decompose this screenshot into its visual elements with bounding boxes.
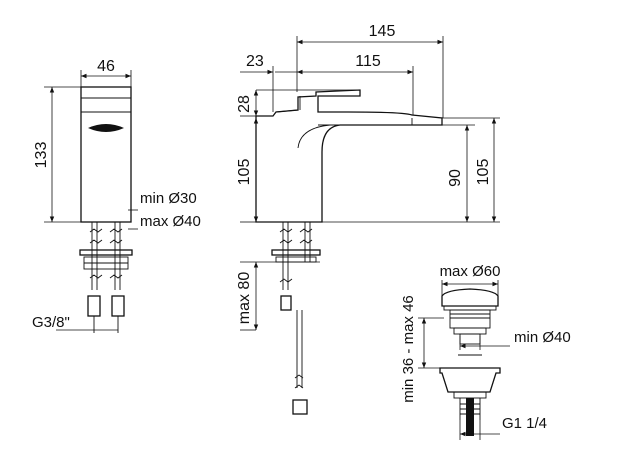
front-width-label: 46 (97, 58, 115, 75)
side-spout-height-label: 105 (475, 159, 492, 186)
side-lever-height-dimension: 28 (236, 89, 360, 117)
waste-height-range-dimension: min 36 - max 46 (400, 295, 444, 403)
side-body-height-label: 105 (236, 159, 253, 186)
side-view: 145 23 115 28 105 90 (236, 23, 500, 415)
side-body-height-dimension: 105 (236, 118, 259, 223)
front-hose-annotation: min Ø30 max Ø40 (128, 190, 201, 230)
waste-thread-dimension: G1 1/4 (459, 415, 547, 440)
side-spout-reach-label: 115 (355, 53, 381, 70)
waste-body-diameter-label: min Ø40 (514, 329, 571, 346)
side-lever-height-label: 28 (236, 95, 253, 113)
side-hose-length-dimension: max 80 (236, 261, 320, 331)
waste-body (439, 367, 501, 436)
side-spout-clearance-label: 90 (447, 169, 464, 187)
front-hose-max-label: max Ø40 (140, 213, 201, 230)
front-view: 46 133 min Ø30 m (32, 58, 201, 333)
waste-thread-label: G1 1/4 (502, 415, 547, 432)
waste-cap-diameter-label: max Ø60 (440, 263, 501, 280)
front-height-label: 133 (33, 142, 50, 169)
side-overall-length-label: 145 (369, 23, 396, 40)
front-height-dimension: 133 (33, 86, 81, 223)
front-body-outline (80, 86, 132, 223)
waste-height-range-label: min 36 - max 46 (400, 295, 417, 403)
side-body-outline (255, 89, 443, 223)
side-hose-length-label: max 80 (236, 272, 253, 325)
front-aerator (88, 124, 124, 132)
front-thread-label: G3/8" (32, 314, 70, 331)
side-lever-offset-label: 23 (246, 53, 264, 70)
side-lever-offset-dimension: 23 (240, 53, 297, 112)
front-hose-min-label: min Ø30 (140, 190, 197, 207)
side-spout-height-dimension: 105 (442, 117, 500, 222)
waste-cap-diameter-dimension: max Ø60 (440, 263, 501, 296)
side-spout-reach-dimension: 115 (297, 53, 414, 115)
front-thread-dimension: G3/8" (32, 314, 118, 331)
side-spout-clearance-dimension: 90 (322, 124, 500, 223)
side-overall-length-dimension: 145 (296, 23, 444, 118)
waste-view: max Ø60 min Ø40 min 36 - max 46 G1 1/4 (400, 263, 571, 440)
side-mounting-assembly (271, 222, 321, 311)
side-hose (292, 310, 308, 415)
waste-body-diameter-dimension: min Ø40 (459, 329, 571, 350)
front-mounting-assembly (79, 222, 133, 333)
waste-cap (441, 288, 499, 356)
front-width-dimension: 46 (80, 58, 132, 87)
